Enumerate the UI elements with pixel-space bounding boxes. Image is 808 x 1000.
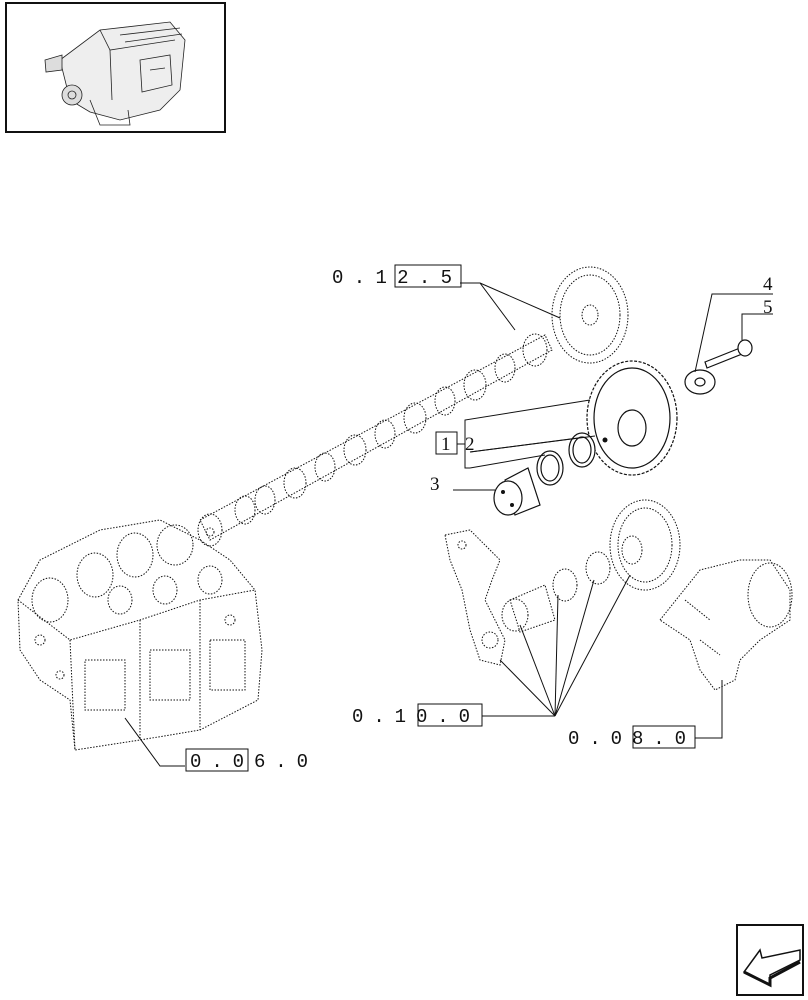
callout-4: 4 <box>763 274 773 295</box>
reference-text-0125: 0.12.5 <box>332 267 452 289</box>
reference-label-0060[interactable]: 0.06.0 <box>185 748 308 773</box>
idler-gear-assembly <box>501 499 681 633</box>
callout-2: 2 <box>465 434 475 455</box>
camshaft-gear <box>586 360 678 476</box>
reference-text-0100: 0.10.0 <box>352 706 470 728</box>
reference-text-0080: 0.08.0 <box>568 728 686 750</box>
engine-thumbnail-icon <box>44 21 186 126</box>
callout-3: 3 <box>430 474 440 495</box>
support-bracket <box>444 529 506 666</box>
upper-timing-gear <box>551 266 629 364</box>
bushing-ring-lower <box>536 450 564 486</box>
leader-lines <box>124 282 773 767</box>
washer-part-4 <box>684 369 716 395</box>
engine-thumbnail[interactable] <box>5 2 226 133</box>
engine-block <box>17 519 263 751</box>
callout-1: 1 <box>441 434 451 455</box>
reference-text-0060: 0.06.0 <box>190 751 308 773</box>
reference-label-0125[interactable]: 0.12.5 <box>332 264 462 289</box>
bushing-ring-upper <box>568 432 596 468</box>
crankshaft <box>659 559 793 691</box>
bolt-part-5 <box>704 339 753 369</box>
camshaft <box>197 333 553 547</box>
callout-box-1 <box>435 431 458 455</box>
reference-label-0080[interactable]: 0.08.0 <box>568 725 696 750</box>
idler-hub-part-3 <box>493 467 541 516</box>
next-page-arrow-icon <box>742 948 801 988</box>
callout-5: 5 <box>763 297 773 318</box>
reference-label-0100[interactable]: 0.10.0 <box>352 703 483 728</box>
next-page-button[interactable] <box>736 924 804 996</box>
